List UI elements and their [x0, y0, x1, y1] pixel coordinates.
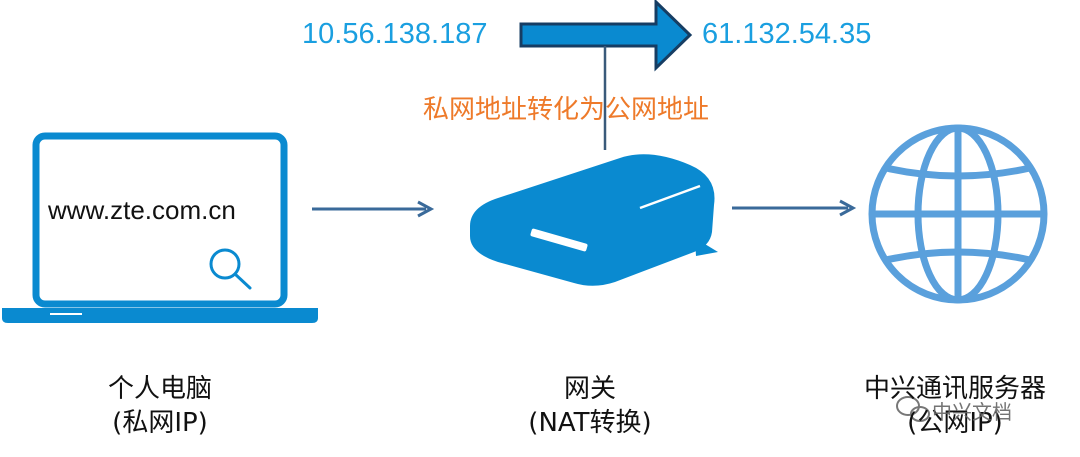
- nat-note: 私网地址转化为公网地址: [423, 95, 710, 125]
- globe-icon: [868, 124, 1048, 304]
- wechat-icon: [896, 396, 930, 422]
- gateway-label-subtitle: (NAT转换): [528, 408, 652, 438]
- arrow-gateway-to-server: [732, 199, 857, 217]
- laptop-icon: [2, 132, 318, 323]
- server-label: 中兴通讯服务器 (公网IP): [850, 372, 1060, 440]
- translation-arrow: [519, 0, 693, 150]
- public-ip-label: 61.132.54.35: [702, 18, 872, 50]
- search-icon: [209, 248, 252, 290]
- private-ip-label: 10.56.138.187: [302, 18, 488, 50]
- gateway-label-title: 网关: [563, 374, 616, 404]
- arrow-pc-to-gateway: [312, 200, 435, 218]
- gateway-label: 网关 (NAT转换): [490, 372, 690, 440]
- server-label-title: 中兴通讯服务器: [863, 374, 1046, 404]
- pc-label-subtitle: (私网IP): [112, 408, 208, 438]
- pc-label: 个人电脑 (私网IP): [60, 372, 260, 440]
- router-icon: [470, 154, 718, 286]
- pc-label-title: 个人电脑: [107, 374, 212, 404]
- laptop-url-text: www.zte.com.cn: [48, 195, 236, 225]
- server-label-subtitle: (公网IP): [907, 408, 1003, 438]
- watermark-text: 中兴文档: [932, 400, 1012, 424]
